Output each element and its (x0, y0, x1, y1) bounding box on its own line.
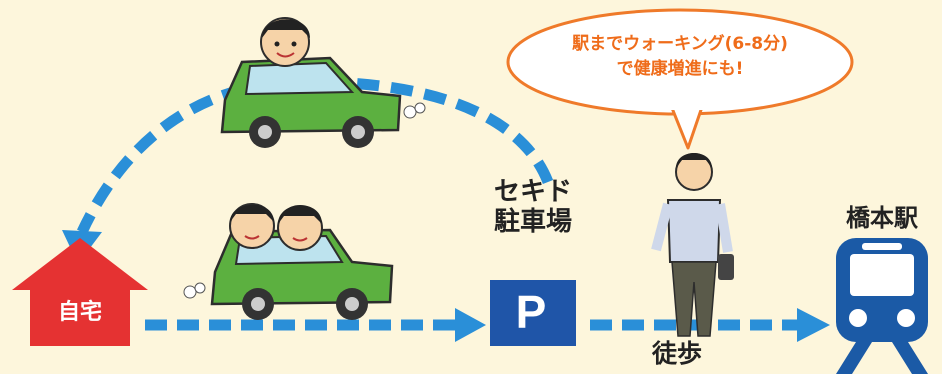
home-icon (12, 238, 148, 346)
walk-label: 徒歩 (651, 339, 702, 368)
speech-bubble-text: 駅までウォーキング(6-8分) で健康増進にも! (520, 32, 840, 81)
station-name: 橋本駅 (846, 204, 918, 232)
train-icon (836, 238, 928, 374)
parking-sign-icon (490, 280, 576, 346)
car-icon-bottom (183, 203, 394, 320)
home-label: 自宅 (57, 300, 102, 325)
car-icon (220, 17, 426, 148)
parking-name: セキド 駐車場 (493, 177, 572, 237)
parking-symbol: P (515, 286, 547, 338)
person-walking-icon (651, 153, 734, 337)
speech-bubble-line1: 駅までウォーキング(6-8分) (572, 34, 788, 54)
speech-bubble-icon (506, 8, 854, 150)
drive-arrow-head (455, 308, 486, 342)
walk-arrow-head (797, 308, 830, 342)
speech-bubble-line2: で健康増進にも! (616, 58, 744, 79)
